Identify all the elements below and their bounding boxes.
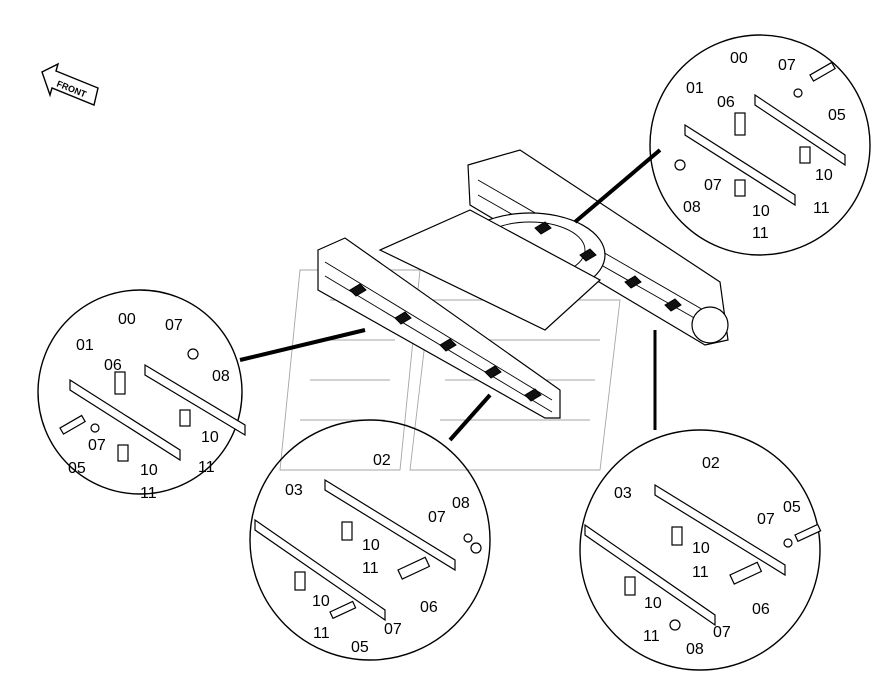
- part-label: 02: [373, 452, 391, 469]
- part-label: 11: [752, 225, 769, 242]
- track-frame: [317, 149, 729, 419]
- part-label: 01: [686, 80, 704, 97]
- part-label: 07: [704, 177, 722, 194]
- part-label: 05: [783, 499, 801, 516]
- labels-top-right: 00 07 01 06 05 07 10 08 10 11 11: [683, 50, 846, 242]
- part-label: 11: [198, 459, 215, 476]
- part-label: 10: [140, 462, 158, 479]
- detail-left: [37, 289, 246, 495]
- part-label: 06: [717, 94, 735, 111]
- part-label: 02: [702, 455, 720, 472]
- part-label: 01: [76, 337, 94, 354]
- guard-lugs-left: [349, 283, 542, 402]
- part-label: 05: [68, 460, 86, 477]
- part-label: 11: [692, 564, 709, 581]
- part-label: 03: [285, 482, 303, 499]
- part-label: 07: [384, 621, 402, 638]
- detail-top-right: [649, 34, 871, 256]
- part-label: 11: [643, 628, 660, 645]
- part-label: 11: [313, 625, 330, 642]
- part-label: 00: [730, 50, 748, 67]
- labels-bottom-right: 02 03 05 07 10 11 10 06 07 11 08: [614, 455, 801, 658]
- part-label: 10: [752, 203, 770, 220]
- part-label: 07: [428, 509, 446, 526]
- detail-bottom-center: [249, 419, 491, 661]
- part-label: 11: [362, 560, 379, 577]
- labels-bottom-center: 02 03 08 07 10 11 10 06 07 11 05: [285, 452, 470, 656]
- part-label: 10: [362, 537, 380, 554]
- part-label: 10: [815, 167, 833, 184]
- part-label: 08: [686, 641, 704, 658]
- guard-lugs-right: [534, 221, 682, 312]
- part-label: 00: [118, 311, 136, 328]
- part-label: 07: [778, 57, 796, 74]
- part-label: 07: [757, 511, 775, 528]
- part-label: 10: [692, 540, 710, 557]
- part-label: 08: [212, 368, 230, 385]
- part-label: 07: [88, 437, 106, 454]
- detail-bottom-right: [579, 429, 822, 671]
- part-label: 08: [452, 495, 470, 512]
- part-label: 06: [420, 599, 438, 616]
- part-label: 07: [713, 624, 731, 641]
- part-label: 11: [140, 485, 157, 502]
- part-label: 11: [813, 200, 830, 217]
- part-label: 08: [683, 199, 701, 216]
- part-label: 07: [165, 317, 183, 334]
- labels-left: 00 07 01 08 06 10 07 11 05 10 11: [68, 311, 230, 502]
- part-label: 05: [828, 107, 846, 124]
- part-label: 03: [614, 485, 632, 502]
- part-label: 06: [752, 601, 770, 618]
- part-label: 05: [351, 639, 369, 656]
- leader-lines: [239, 148, 662, 442]
- part-label: 10: [312, 593, 330, 610]
- front-arrow-icon: FRONT: [41, 62, 99, 106]
- part-label: 10: [644, 595, 662, 612]
- part-label: 10: [201, 429, 219, 446]
- part-label: 06: [104, 357, 122, 374]
